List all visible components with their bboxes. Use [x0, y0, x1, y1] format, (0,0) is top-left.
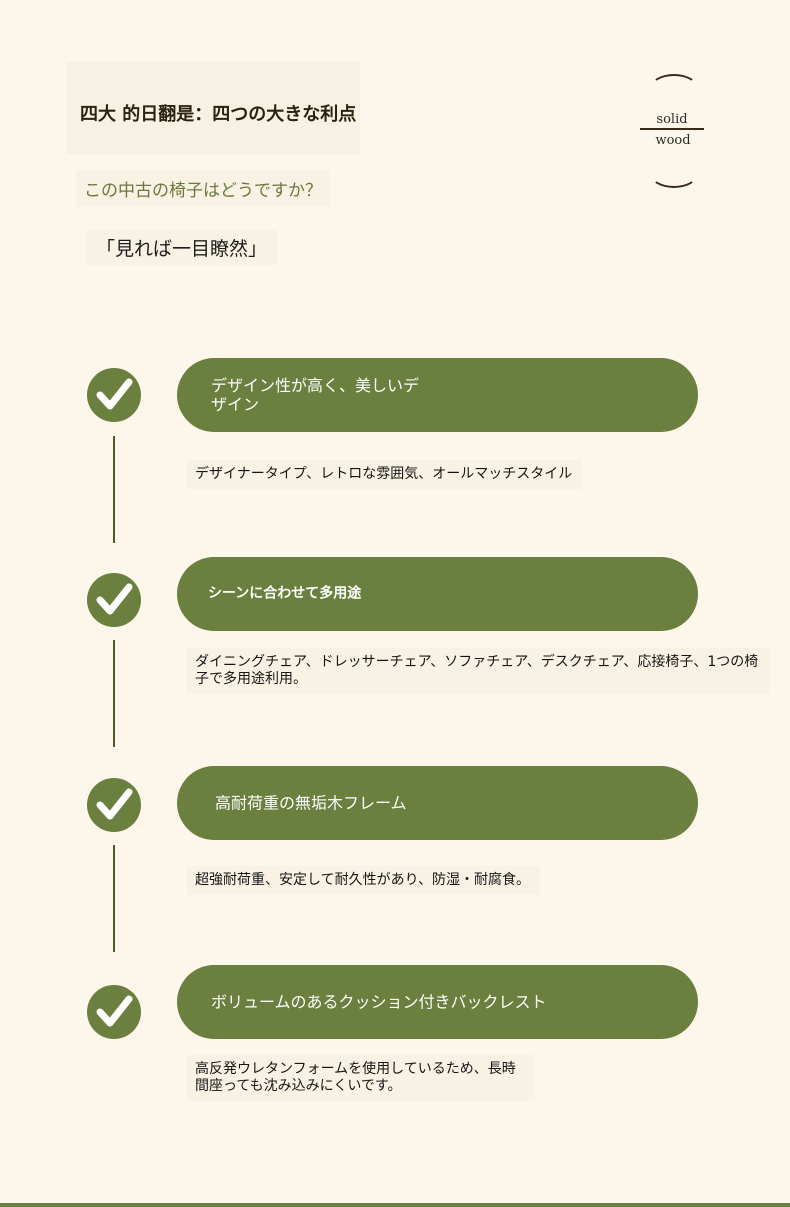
check-circle-icon	[87, 573, 141, 627]
badge-divider	[640, 128, 704, 130]
feature-description: 高反発ウレタンフォームを使用しているため、長時間座っても沈み込みにくいです。	[187, 1055, 535, 1101]
feature-description: ダイニングチェア、ドレッサーチェア、ソファチェア、デスクチェア、応接椅子、1つの…	[187, 648, 770, 694]
page-quote: 「見れば一目瞭然」	[86, 230, 278, 265]
feature-pill: シーンに合わせて多用途	[177, 557, 698, 631]
solid-wood-badge: solid wood	[636, 72, 710, 190]
feature-description: 超強耐荷重、安定して耐久性があり、防湿・耐腐食。	[187, 866, 541, 895]
feature-title: 高耐荷重の無垢木フレーム	[215, 793, 407, 813]
bottom-divider	[0, 1203, 790, 1207]
feature-title: シーンに合わせて多用途	[208, 585, 362, 602]
page-subtitle: この中古の椅子はどうですか？	[76, 170, 330, 207]
check-circle-icon	[87, 985, 141, 1039]
badge-arc-bottom	[650, 160, 698, 188]
timeline-connector	[113, 436, 115, 543]
feature-pill: ボリュームのあるクッション付きバックレスト	[177, 965, 698, 1039]
feature-description: デザイナータイプ、レトロな雰囲気、オールマッチスタイル	[187, 460, 583, 489]
header-panel	[66, 62, 360, 154]
timeline-connector	[113, 845, 115, 952]
feature-pill: デザイン性が高く、美しいデザイン	[177, 358, 698, 432]
page-headline: 四大 的日翻是：四つの大きな利点	[80, 104, 357, 125]
badge-word-bottom: wood	[655, 133, 691, 148]
badge-arc-top	[650, 74, 698, 102]
timeline-connector	[113, 640, 115, 747]
badge-word-top: solid	[656, 112, 688, 127]
check-circle-icon	[87, 368, 141, 422]
feature-title: ボリュームのあるクッション付きバックレスト	[211, 992, 547, 1012]
feature-title: デザイン性が高く、美しいデザイン	[211, 376, 420, 414]
feature-pill: 高耐荷重の無垢木フレーム	[177, 766, 698, 840]
check-circle-icon	[87, 778, 141, 832]
